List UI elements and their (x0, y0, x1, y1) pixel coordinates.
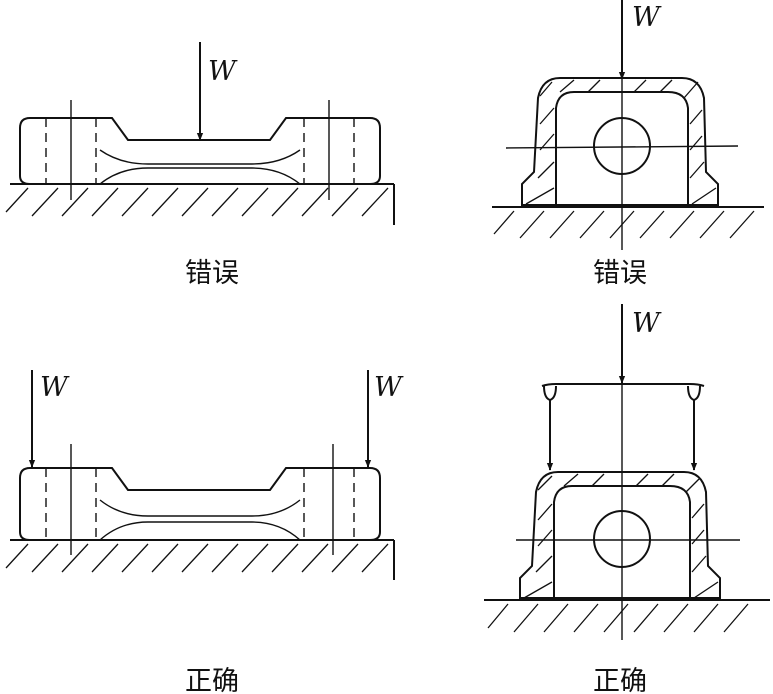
web-lower-curve (99, 521, 301, 541)
workpiece-outline (19, 117, 381, 185)
panel-caption: 正确 (593, 666, 647, 694)
housing-outer (519, 471, 721, 599)
bridge-foot-right (687, 385, 701, 402)
panel-top-left: W 错误 (5, 42, 395, 289)
force-label-right: W (374, 372, 404, 403)
ground-hatching (5, 543, 389, 573)
wall-hatching (523, 473, 719, 599)
pressure-bridge (541, 383, 705, 387)
panel-caption: 错误 (185, 258, 239, 289)
ground-hatching (5, 187, 389, 217)
web-upper-curve (99, 499, 301, 517)
force-label: W (632, 2, 662, 33)
workpiece-outline (19, 467, 381, 541)
force-label: W (208, 56, 238, 87)
panel-caption: 正确 (185, 666, 239, 694)
ground-hatching (487, 603, 749, 633)
force-label: W (632, 308, 662, 339)
web-lower-curve (99, 167, 301, 185)
housing-outer (521, 77, 719, 206)
web-upper-curve (99, 149, 301, 165)
wall-hatching (525, 79, 717, 205)
panel-caption: 错误 (593, 258, 647, 289)
ground-hatching (493, 210, 755, 239)
force-label-left: W (40, 372, 70, 403)
bridge-foot-left (543, 385, 557, 402)
panel-bottom-left: W W 正确 (5, 370, 404, 694)
panel-bottom-right: W 正确 (484, 304, 770, 694)
housing-cavity (553, 485, 691, 598)
panel-top-right: W 错误 (492, 0, 764, 289)
housing-cavity (555, 91, 689, 205)
